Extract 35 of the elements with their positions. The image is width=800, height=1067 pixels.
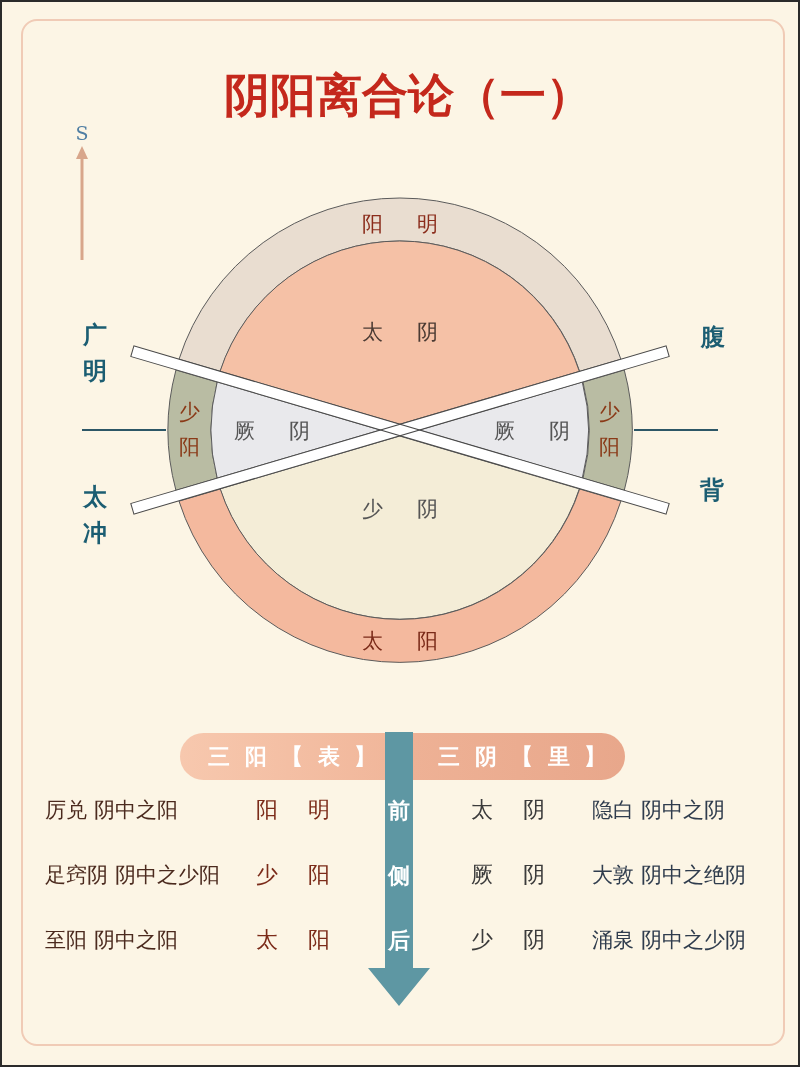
band-label: 三阴【里】 [438, 746, 606, 768]
region-label: 少阴 [362, 499, 438, 521]
side-label: 背 [700, 478, 724, 502]
acupoint-label: 隐白 阴中之阴 [592, 799, 725, 821]
channel-label: 厥阴 [471, 864, 545, 886]
acupoint-label: 涌泉 阴中之少阴 [592, 929, 746, 951]
channel-label: 阳明 [256, 799, 330, 821]
acupoint-label: 厉兑 阴中之阳 [45, 799, 178, 821]
acupoint-label: 足窍阴 阴中之少阳 [45, 864, 220, 886]
region-label: 太阴 [362, 322, 438, 344]
region-label: 厥阴 [234, 421, 310, 443]
channel-label: 太阴 [471, 799, 545, 821]
header-band [413, 733, 625, 780]
channel-label: 太阳 [256, 929, 330, 951]
region-label: 少阳 [599, 399, 621, 461]
down-arrow [368, 732, 430, 1006]
region-label: 太阳 [362, 631, 438, 653]
direction-label: S [75, 123, 89, 143]
title: 阴阳离合论（一） [224, 72, 592, 118]
region-label: 少阳 [179, 399, 201, 461]
side-label: 广明 [83, 320, 107, 387]
acupoint-label: 至阳 阴中之阳 [45, 929, 178, 951]
acupoint-label: 大敦 阴中之绝阴 [592, 864, 746, 886]
header-band [180, 733, 385, 780]
arrow-label: 前侧后 [388, 796, 410, 955]
channel-label: 少阴 [471, 929, 545, 951]
ring-segment [179, 198, 621, 372]
band-label: 三阳【表】 [208, 746, 376, 768]
region-label: 阳明 [362, 214, 438, 236]
ring-segment [582, 369, 632, 491]
side-label: 太冲 [83, 482, 107, 549]
side-label: 腹 [701, 325, 725, 349]
ring-segment [179, 488, 621, 662]
channel-label: 少阳 [256, 864, 330, 886]
region-label: 厥阴 [494, 421, 570, 443]
